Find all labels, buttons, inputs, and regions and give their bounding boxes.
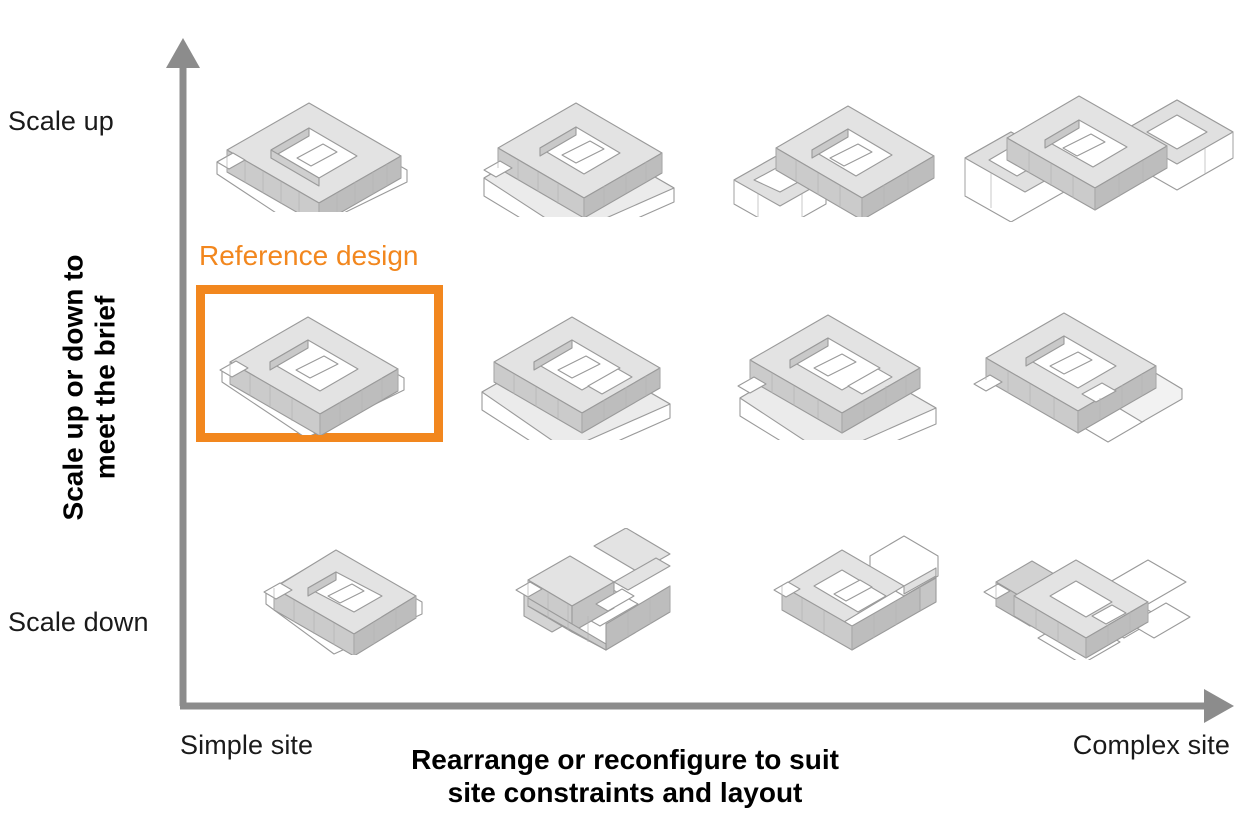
x-axis-left-label: Simple site bbox=[180, 730, 314, 760]
building-r1c2 bbox=[470, 62, 685, 217]
building-r2c3 bbox=[730, 300, 950, 440]
building-r2c4 bbox=[968, 298, 1193, 443]
reference-design-highlight-box bbox=[196, 285, 443, 442]
building-r3c4 bbox=[980, 520, 1195, 660]
building-r3c3 bbox=[768, 532, 948, 657]
building-r2c1 bbox=[212, 300, 417, 435]
y-axis-top-label: Scale up bbox=[8, 106, 114, 136]
building-r3c2 bbox=[510, 528, 685, 653]
building-r3c1 bbox=[258, 530, 433, 655]
building-r1c3 bbox=[718, 62, 953, 217]
building-r1c4 bbox=[955, 62, 1240, 222]
building-r1c1 bbox=[205, 62, 420, 212]
y-axis-bottom-label: Scale down bbox=[8, 607, 149, 637]
building-r2c2 bbox=[472, 300, 682, 440]
x-axis-title: Rearrange or reconfigure to suit site co… bbox=[411, 744, 839, 809]
y-axis-arrowhead bbox=[166, 38, 200, 68]
reference-design-label: Reference design bbox=[199, 240, 419, 271]
x-axis-right-label: Complex site bbox=[1072, 730, 1230, 760]
x-axis-arrowhead bbox=[1204, 689, 1234, 723]
y-axis-title: Scale up or down to meet the brief bbox=[57, 254, 121, 521]
